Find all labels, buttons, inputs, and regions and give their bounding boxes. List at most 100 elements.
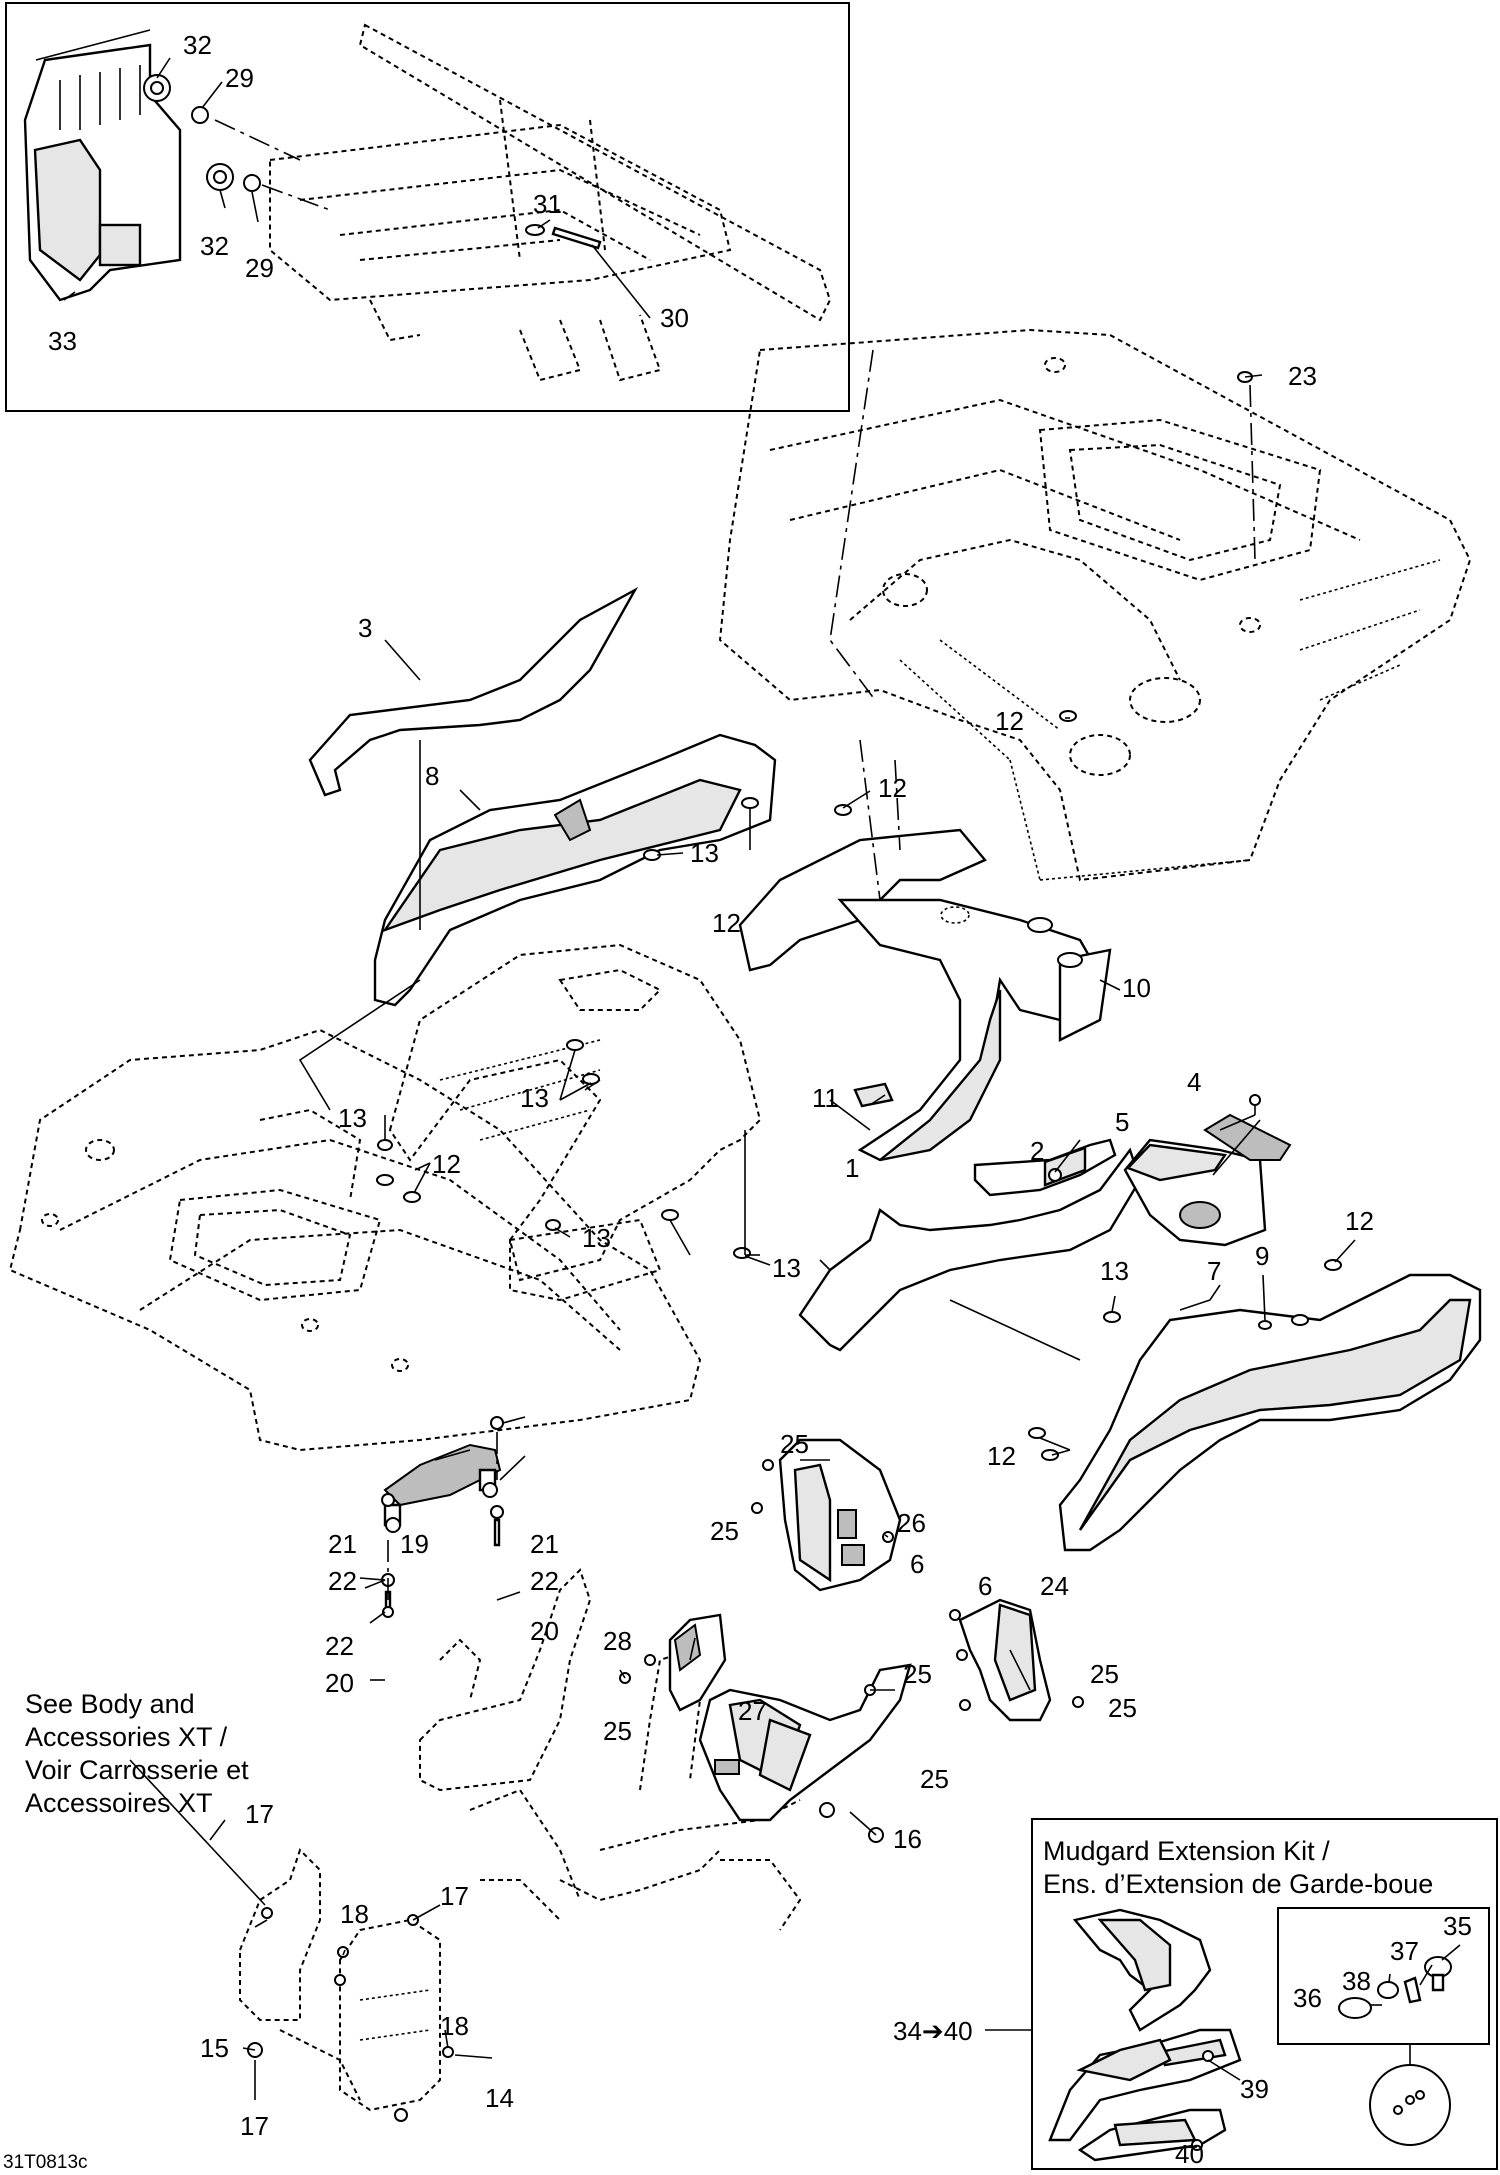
- callout-18-b: 18: [440, 2011, 469, 2041]
- callout-13-f: 13: [1100, 1256, 1129, 1286]
- callout-10: 10: [1122, 973, 1151, 1003]
- part-5-cover: [1123, 1138, 1267, 1247]
- callout-40: 40: [1175, 2139, 1204, 2169]
- callout-12-e: 12: [1345, 1206, 1374, 1236]
- callout-29-top: 29: [225, 63, 254, 93]
- part-2-bracket: [973, 1138, 1117, 1197]
- see-body-note: See Body and Accessories XT / Voir Carro…: [25, 1689, 249, 1818]
- callout-12-a: 12: [995, 706, 1024, 736]
- callout-labels: 32 29 31 32 29 30 33 23 3 12 8 12 13 12 …: [48, 30, 1472, 2169]
- rack-detail-inset: [5, 2, 850, 412]
- callout-25-g: 25: [920, 1764, 949, 1794]
- callout-17-a: 17: [245, 1799, 274, 1829]
- callout-13-d: 13: [582, 1223, 611, 1253]
- mudguard-kit-inset: [985, 1818, 1498, 2170]
- lower-hardware: [247, 1459, 1084, 2122]
- callout-6-a: 6: [910, 1549, 924, 1579]
- callout-25-f: 25: [603, 1716, 632, 1746]
- callout-27: 27: [738, 1696, 767, 1726]
- callout-22-c: 22: [325, 1631, 354, 1661]
- callout-38: 38: [1342, 1966, 1371, 1996]
- callout-21-a: 21: [328, 1529, 357, 1559]
- callout-22-a: 22: [328, 1566, 357, 1596]
- callout-25-a: 25: [780, 1429, 809, 1459]
- callout-28: 28: [603, 1626, 632, 1656]
- svg-text:Accessories XT /: Accessories XT /: [25, 1722, 228, 1752]
- callout-13-a: 13: [690, 838, 719, 868]
- front-body-outline: [8, 1028, 702, 1452]
- callout-15: 15: [200, 2033, 229, 2063]
- callout-1: 1: [845, 1153, 859, 1183]
- callout-17-b: 17: [440, 1881, 469, 1911]
- callout-25-c: 25: [903, 1659, 932, 1689]
- callout-13-b: 13: [520, 1083, 549, 1113]
- callout-14: 14: [485, 2083, 514, 2113]
- callout-22-b: 22: [530, 1566, 559, 1596]
- callout-18-a: 18: [340, 1899, 369, 1929]
- callout-32-top: 32: [183, 30, 212, 60]
- callout-33: 33: [48, 326, 77, 356]
- callout-30: 30: [660, 303, 689, 333]
- callout-9: 9: [1255, 1241, 1269, 1271]
- svg-text:Mudgard Extension Kit /: Mudgard Extension Kit /: [1043, 1836, 1330, 1866]
- part-4-lid: [1203, 1094, 1292, 1161]
- callout-8: 8: [425, 761, 439, 791]
- svg-text:Voir Carrosserie et: Voir Carrosserie et: [25, 1755, 249, 1785]
- callout-37: 37: [1390, 1936, 1419, 1966]
- part-26-housing: [778, 1438, 902, 1592]
- part-3-trim-strip: [308, 586, 639, 797]
- callout-32-bottom: 32: [200, 231, 229, 261]
- callout-24: 24: [1040, 1571, 1069, 1601]
- callout-39: 39: [1240, 2074, 1269, 2104]
- callout-29-bottom: 29: [245, 253, 274, 283]
- part-10-rear-inner-panel: [738, 828, 1112, 1162]
- svg-text:Ens. d’Extension de Garde-boue: Ens. d’Extension de Garde-boue: [1043, 1869, 1433, 1899]
- callout-12-c: 12: [712, 908, 741, 938]
- part-28-bracket: [668, 1613, 727, 1712]
- callout-21-b: 21: [530, 1529, 559, 1559]
- svg-text:Accessoires XT: Accessoires XT: [25, 1788, 213, 1818]
- diagram-code: 31T0813c: [3, 2152, 88, 2173]
- front-lower-shield: [239, 1848, 441, 2112]
- callout-31: 31: [533, 189, 562, 219]
- callout-19: 19: [400, 1529, 429, 1559]
- callout-26: 26: [897, 1508, 926, 1538]
- fasteners-19: [381, 1416, 504, 1618]
- callout-5: 5: [1115, 1107, 1129, 1137]
- callout-12-b: 12: [878, 773, 907, 803]
- assembly-lines: [298, 349, 1256, 1361]
- callout-25-e: 25: [1108, 1693, 1137, 1723]
- callout-3: 3: [358, 613, 372, 643]
- callout-25-d: 25: [1090, 1659, 1119, 1689]
- callout-13-e: 13: [772, 1253, 801, 1283]
- callout-36: 36: [1293, 1983, 1322, 2013]
- part-7-right-panel: [1058, 1273, 1482, 1552]
- svg-text:See Body and: See Body and: [25, 1689, 195, 1719]
- callout-17-c: 17: [240, 2111, 269, 2141]
- callout-11: 11: [812, 1083, 839, 1113]
- mudguard-kit-title: Mudgard Extension Kit / Ens. d’Extension…: [1043, 1836, 1433, 1899]
- callout-16: 16: [893, 1824, 922, 1854]
- callout-34-40: 34➔40: [893, 2016, 973, 2046]
- part-24-bracket: [958, 1598, 1052, 1722]
- callout-7: 7: [1207, 1256, 1221, 1286]
- callout-13-c: 13: [338, 1103, 367, 1133]
- callout-6-b: 6: [978, 1571, 992, 1601]
- callout-12-f: 12: [987, 1441, 1016, 1471]
- callout-25-b: 25: [710, 1516, 739, 1546]
- callout-23: 23: [1288, 361, 1317, 391]
- part-11-label: [853, 1082, 894, 1108]
- callout-35: 35: [1443, 1911, 1472, 1941]
- part-8-left-panel: [373, 733, 777, 1007]
- upper-hardware: [376, 371, 1342, 1461]
- callout-2: 2: [1030, 1136, 1044, 1166]
- callout-leaders: [129, 374, 1356, 2100]
- part-1-right-trim-strip: [798, 1147, 1142, 1352]
- rear-body-outline: [718, 328, 1472, 882]
- callout-4: 4: [1187, 1067, 1201, 1097]
- part-27-skid-plate: [698, 1663, 912, 1822]
- callout-20-a: 20: [530, 1616, 559, 1646]
- front-fender-assembly: [388, 943, 762, 1302]
- callout-12-d: 12: [432, 1149, 461, 1179]
